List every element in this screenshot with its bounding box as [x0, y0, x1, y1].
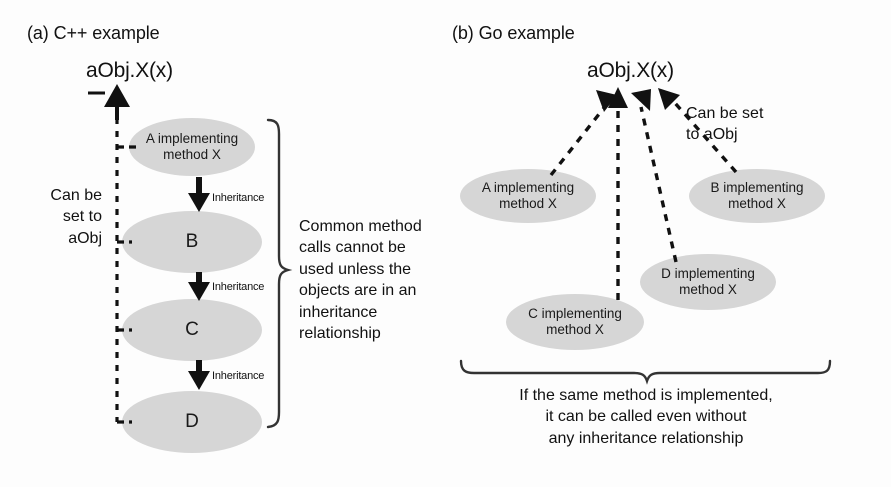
inheritance-arrow-b-to-c	[188, 272, 210, 301]
inheritance-arrow-a-to-b	[188, 177, 210, 212]
node-ellipse-b-B	[689, 169, 825, 223]
brace-panel-b	[459, 359, 832, 385]
node-ellipse-b-D	[640, 254, 776, 310]
node-ellipse-a-C	[122, 299, 262, 361]
panel-a-title: (a) C++ example	[27, 23, 160, 43]
dashed-arrow-b-B	[658, 88, 738, 174]
dashed-arrow-b-D	[631, 89, 678, 263]
node-ellipse-b-C	[506, 294, 644, 350]
node-ellipse-a-B	[122, 211, 262, 273]
panel-b-bottom-note: If the same method is implemented,it can…	[519, 387, 773, 447]
node-ellipse-a-A	[129, 118, 255, 176]
dashed-arrow-b-A	[549, 90, 617, 177]
edge-label-a-C-D: Inheritance	[212, 370, 265, 382]
panel-b-call-expression: aObj.X(x)	[587, 59, 674, 82]
edge-label-a-B-C: Inheritance	[212, 281, 265, 293]
inheritance-arrow-c-to-d	[188, 360, 210, 390]
dashed-arrow-b-C	[608, 87, 628, 300]
call-arrow-head-a	[104, 84, 130, 107]
edge-label-a-A-B: Inheritance	[212, 192, 265, 204]
brace-panel-a	[266, 118, 293, 429]
panel-a-call-expression: aObj.X(x)	[86, 59, 173, 82]
panel-b-title: (b) Go example	[452, 23, 575, 43]
node-ellipse-b-A	[460, 169, 596, 223]
node-ellipse-a-D	[122, 391, 262, 453]
